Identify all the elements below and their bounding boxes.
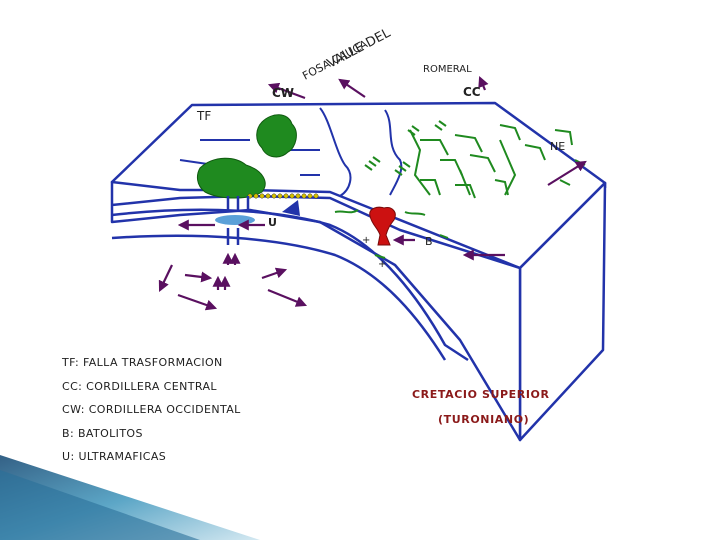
label-fosa-line2: FOSA CAUCA [300,37,370,82]
plus-mark-2: + [378,259,386,270]
label-romeral: ROMERAL [423,64,472,75]
period-name: CRETACIO SUPERIOR [412,388,550,401]
legend-item: U: ULTRAMAFICAS [62,450,166,463]
legend-item: CC: CORDILLERA CENTRAL [62,380,217,393]
period-stage: (TURONIANO) [438,413,529,426]
legend-item: TF: FALLA TRASFORMACION [62,356,223,369]
ultramafic-body [215,215,255,225]
corner-accent [0,455,260,540]
legend-item: B: BATOLITOS [62,427,143,440]
label-cc: CC [463,85,481,99]
label-tf: TF [196,109,211,123]
label-ne: NE [550,140,565,153]
label-u: U [268,216,277,229]
label-b: B [425,235,433,248]
label-cw: CW [272,86,294,100]
legend-item: CW: CORDILLERA OCCIDENTAL [62,403,241,416]
plus-mark-1: + [362,235,370,246]
